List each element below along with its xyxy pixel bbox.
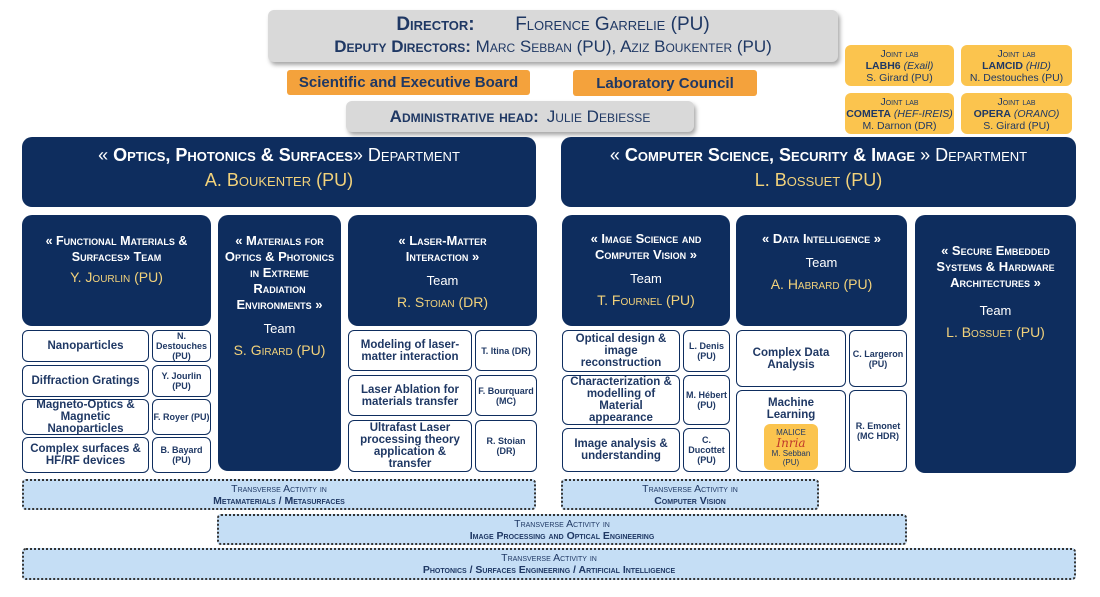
malice-name: MALICE [776, 427, 806, 437]
topic-lead: T. Itina (DR) [475, 330, 537, 371]
joint-lab-opera: Joint lab OPERA (ORANO) S. Girard (PU) [961, 93, 1072, 134]
topic-box: Diffraction Gratings [22, 365, 149, 397]
team-label: Team [805, 255, 838, 270]
topic-box: Ultrafast Laser processing theory applic… [348, 420, 472, 472]
team-lead: R. Stoian (DR) [396, 294, 489, 310]
joint-lab-labh6: Joint lab LABH6 (Exail) S. Girard (PU) [845, 45, 954, 86]
team-label: Team [630, 271, 662, 286]
topic-box-machine-learning: Machine Learning MALICE Inria M. Sebban … [736, 390, 846, 472]
team-functional-materials: « Functional Materials & Surfaces» Team … [22, 215, 211, 326]
topic-box: Modeling of laser-matter interaction [348, 330, 472, 371]
transverse-computer-vision: Transverse Activity in Computer Vision [561, 479, 819, 510]
admin-box: Administrative head: Julie Debiesse [346, 101, 694, 132]
laboratory-council: Laboratory Council [573, 70, 757, 96]
inria-logo: Inria [776, 435, 806, 450]
topic-box: Optical design & image reconstruction [562, 330, 680, 372]
topic-box: Complex surfaces & HF/RF devices [22, 437, 149, 473]
team-name: « Image Science and Computer Vision » [590, 231, 702, 262]
deputy-names: Marc Sebban (PU), Aziz Boukenter (PU) [475, 37, 772, 56]
department-computer-science: « Computer Science, Security & Image » D… [561, 137, 1076, 207]
team-data-intelligence: « Data Intelligence » Team A. Habrard (P… [736, 215, 907, 326]
topic-lead: R. Emonet (MC HDR) [849, 390, 907, 472]
topic-lead: L. Denis (PU) [683, 330, 730, 372]
team-lead: A. Habrard (PU) [770, 276, 873, 292]
team-label: Team [979, 303, 1012, 318]
director-label: Director: [396, 14, 475, 35]
team-label: Team [426, 273, 459, 288]
topic-lead: B. Bayard (PU) [152, 437, 211, 473]
topic-box: Magneto-Optics & Magnetic Nanoparticles [22, 399, 149, 435]
topic-box: Nanoparticles [22, 330, 149, 362]
topic-box: Image analysis & understanding [562, 428, 680, 472]
team-name: « Secure Embedded Systems & Hardware Arc… [936, 243, 1055, 290]
joint-lab-lamcid: Joint lab LAMCID (HID) N. Destouches (PU… [961, 45, 1072, 86]
admin-name: Julie Debiesse [546, 106, 651, 126]
director-name: Florence Garrelie (PU) [515, 14, 710, 35]
topic-lead: M. Hébert (PU) [683, 375, 730, 425]
topic-box: Complex Data Analysis [736, 330, 846, 387]
topic-lead: N. Destouches (PU) [152, 330, 211, 362]
team-lead: T. Fournel (PU) [597, 292, 695, 308]
transverse-photonics-ai: Transverse Activity in Photonics / Surfa… [22, 548, 1076, 580]
team-name: « Materials for Optics & Photonics in Ex… [224, 233, 335, 312]
malice-badge: MALICE Inria M. Sebban (PU) [764, 424, 818, 470]
topic-box: Characterization & modelling of Material… [562, 375, 680, 425]
team-lead: Y. Jourlin (PU) [70, 269, 163, 285]
department-optics: « Optics, Photonics & Surfaces» Departme… [22, 137, 536, 207]
malice-head: M. Sebban (PU) [771, 448, 811, 467]
topic-lead: R. Stoian (DR) [475, 420, 537, 472]
team-extreme-radiation: « Materials for Optics & Photonics in Ex… [218, 215, 341, 471]
team-secure-embedded: « Secure Embedded Systems & Hardware Arc… [915, 215, 1076, 473]
joint-lab-cometa: Joint lab COMETA (HEF-IREIS) M. Darnon (… [845, 93, 954, 134]
topic-lead: C. Largeron (PU) [849, 330, 907, 387]
transverse-image-processing: Transverse Activity in Image Processing … [217, 514, 907, 545]
team-lead: L. Bossuet (PU) [946, 324, 1045, 340]
team-laser-matter: « Laser-Matter Interaction » Team R. Sto… [348, 215, 537, 326]
admin-label: Administrative head: [389, 106, 539, 126]
scientific-board: Scientific and Executive Board [287, 70, 530, 95]
topic-lead: F. Royer (PU) [152, 399, 211, 435]
topic-lead: F. Bourquard (MC) [475, 375, 537, 416]
department-title: Optics, Photonics & Surfaces [113, 145, 353, 165]
topic-lead: Y. Jourlin (PU) [152, 365, 211, 397]
topic-label: Machine Learning [766, 397, 816, 421]
team-image-science: « Image Science and Computer Vision » Te… [562, 215, 730, 326]
transverse-metamaterials: Transverse Activity in Metamaterials / M… [22, 479, 536, 510]
director-box: Director: Florence Garrelie (PU) Deputy … [268, 10, 838, 62]
team-lead: S. Girard (PU) [233, 342, 326, 358]
team-name: « Laser-Matter Interaction » [398, 233, 487, 264]
team-name: « Functional Materials & Surfaces» Team [45, 234, 188, 264]
topic-box: Laser Ablation for materials transfer [348, 375, 472, 416]
department-head: A. Boukenter (PU) [204, 170, 354, 190]
department-head: L. Bossuet (PU) [754, 170, 883, 190]
team-label: Team [263, 321, 296, 336]
team-name: « Data Intelligence » [762, 231, 881, 246]
topic-lead: C. Ducottet (PU) [683, 428, 730, 472]
department-title: Computer Science, Security & Image [624, 145, 916, 165]
deputy-label: Deputy Directors: [334, 37, 471, 56]
